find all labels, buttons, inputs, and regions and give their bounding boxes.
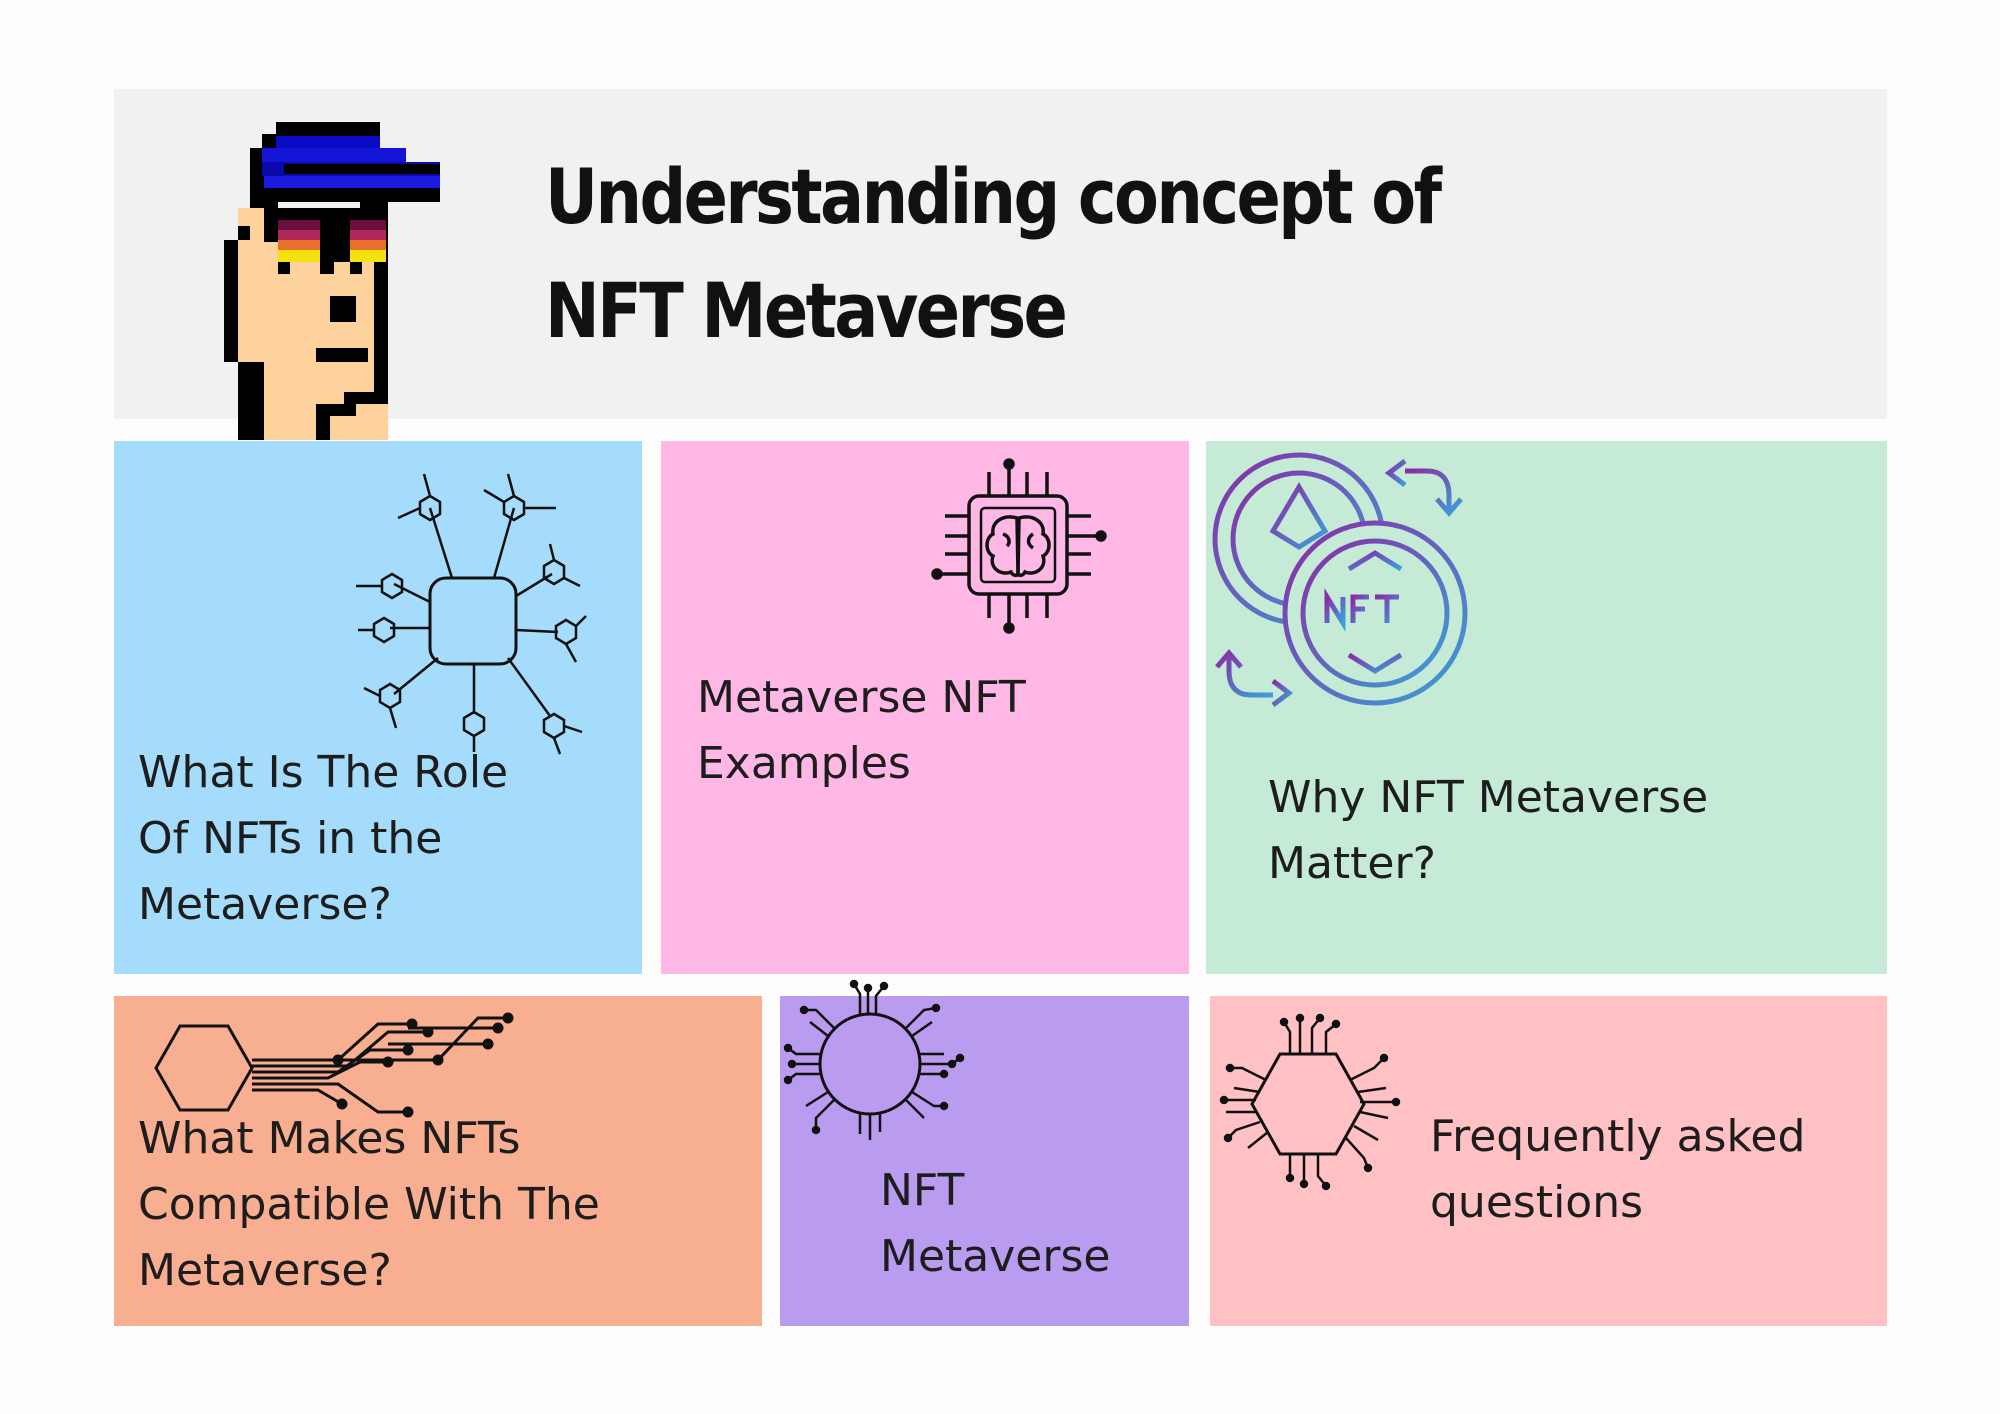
card-title: NFT Metaverse [880,1165,1111,1282]
hexagon-circuit-icon [1219,1013,1401,1191]
circle-circuit-icon [783,979,965,1140]
topic-card-nft-role[interactable]: What Is The Role Of NFTs in the Metavers… [114,441,642,974]
card-background [661,441,1189,974]
network-nodes-icon [356,473,587,755]
card-background [114,996,762,1326]
card-title: What Makes NFTs Compatible With The Meta… [138,1113,600,1296]
card-title: What Is The Role Of NFTs in the Metavers… [138,747,509,930]
card-title: Frequently asked questions [1430,1111,1806,1228]
hexagon-circuit-icon [154,1012,514,1118]
card-background [1210,996,1887,1326]
topic-card-nft-metaverse[interactable]: NFT Metaverse [780,979,1189,1326]
card-background [1206,441,1887,974]
pixel-punk-avatar-icon [224,122,440,440]
brain-chip-icon [931,458,1107,634]
header-banner [114,89,1887,419]
topic-card-nft-compatibility[interactable]: What Makes NFTs Compatible With The Meta… [114,996,762,1326]
topic-card-faq[interactable]: Frequently asked questions [1210,996,1887,1326]
nft-coin-exchange-icon [1212,452,1468,707]
card-title: Why NFT Metaverse Matter? [1268,772,1709,889]
card-background [780,996,1189,1326]
page-title: Understanding concept of NFT Metaverse [545,152,1442,355]
topic-card-metaverse-nft-examples[interactable]: Metaverse NFT Examples [661,441,1189,974]
topic-card-why-nft-metaverse-matter[interactable]: Why NFT Metaverse Matter? [1206,441,1887,974]
card-background [114,441,642,974]
card-title: Metaverse NFT Examples [697,672,1026,789]
